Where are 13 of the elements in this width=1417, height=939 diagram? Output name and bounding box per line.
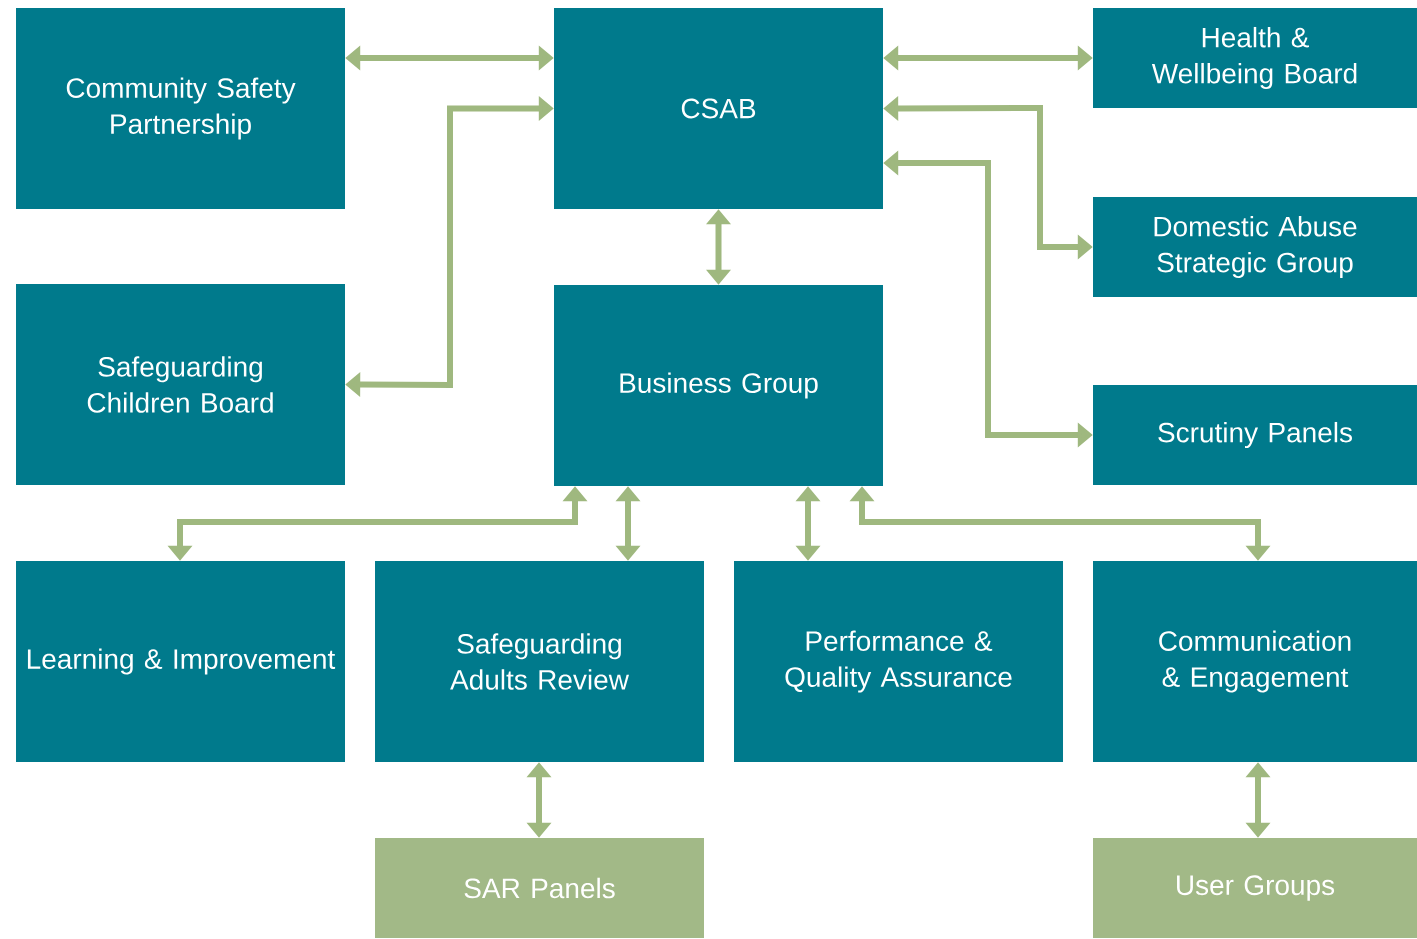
group-box: Communication & Engagement xyxy=(1093,561,1417,762)
panel-box: SAR Panels xyxy=(375,838,704,938)
group-box: Business Group xyxy=(554,285,883,486)
group-box: Scrutiny Panels xyxy=(1093,385,1417,485)
group-box: Safeguarding Children Board xyxy=(16,284,345,485)
panel-box: User Groups xyxy=(1093,838,1417,938)
group-box: CSAB xyxy=(554,8,883,209)
group-box: Domestic Abuse Strategic Group xyxy=(1093,197,1417,297)
group-box: Community Safety Partnership xyxy=(16,8,345,209)
group-box: Performance & Quality Assurance xyxy=(734,561,1063,762)
group-box: Learning & Improvement xyxy=(16,561,345,762)
group-box: Health & Wellbeing Board xyxy=(1093,8,1417,108)
group-box: Safeguarding Adults Review xyxy=(375,561,704,762)
